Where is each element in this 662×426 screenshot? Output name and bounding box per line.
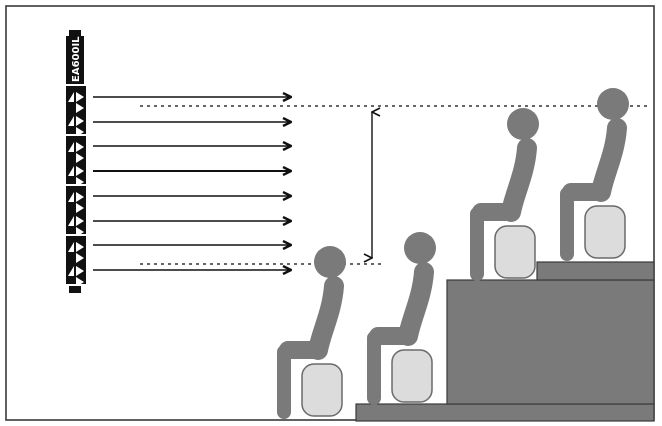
speaker-cap-bottom [69,286,81,293]
person-head [404,232,436,264]
audience-member [560,88,629,261]
driver-mark [76,266,84,276]
driver-mark [76,216,84,226]
driver-mark [76,277,84,287]
speaker-module [66,86,86,137]
driver-mark [76,116,84,126]
driver-mark [76,192,84,202]
speaker-model-label: EA600IL [71,36,82,82]
riser-bottom [355,403,655,422]
driver-mark [76,203,84,213]
seat [584,205,626,259]
riser-group [355,261,655,422]
driver-mark [76,253,84,263]
driver-mark [68,142,74,152]
seat [494,225,536,279]
driver-mark [68,116,74,126]
audience [277,88,629,419]
audience-member [277,246,346,419]
speaker-module [66,186,86,237]
driver-mark [68,192,74,202]
line-array-speaker: EA600IL [66,30,86,293]
driver-mark [76,142,84,152]
driver-mark [76,127,84,137]
driver-mark [76,227,84,237]
person-head [507,108,539,140]
driver-mark [76,166,84,176]
driver-mark [76,242,84,252]
speaker-cap-top [69,30,81,36]
speaker-module [66,236,86,287]
driver-mark [68,92,74,102]
driver-mark [76,92,84,102]
driver-mark [68,166,74,176]
speaker-modules [66,86,86,287]
driver-mark [76,177,84,187]
driver-mark [68,242,74,252]
person-head [314,246,346,278]
speaker-label-panel [66,36,84,84]
seat [301,363,343,417]
audience-member [470,108,539,281]
driver-mark [68,266,74,276]
driver-mark [76,103,84,113]
driver-mark [68,216,74,226]
seat [391,349,433,403]
riser-top [536,261,655,281]
audience-member [367,232,436,405]
person-head [597,88,629,120]
driver-mark [76,153,84,163]
riser-middle [446,279,655,405]
sound-projection-arrows [93,97,290,270]
speaker-module [66,136,86,187]
